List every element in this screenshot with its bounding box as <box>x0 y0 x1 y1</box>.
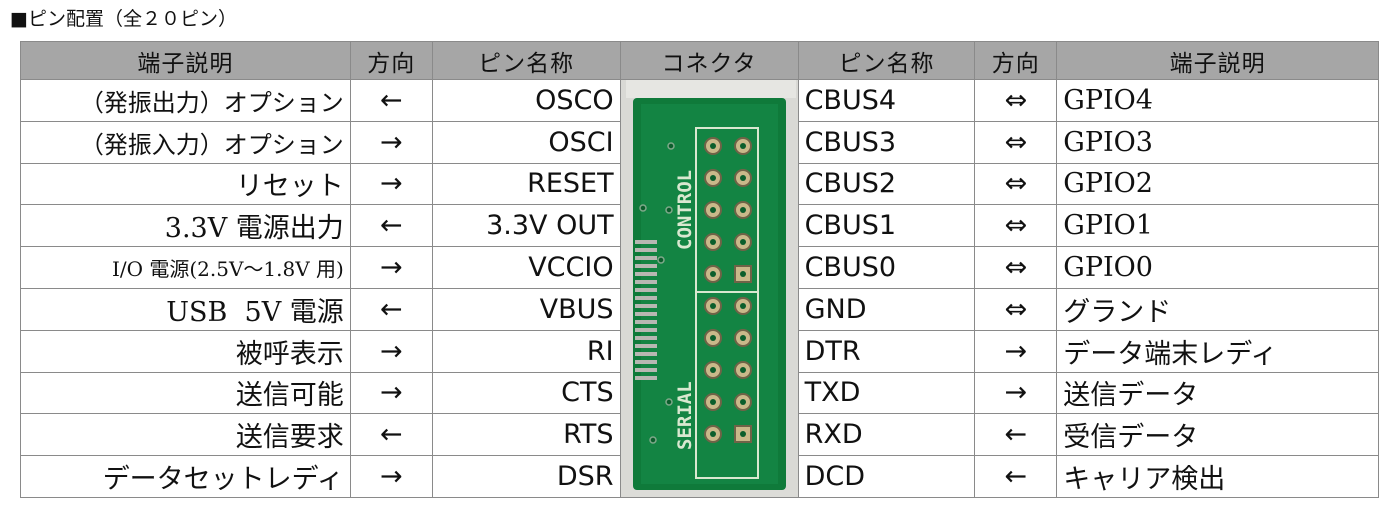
left-direction: ← <box>349 79 433 122</box>
right-direction: ← <box>974 413 1058 457</box>
table-row: USB 5V 電源 ← VBUS GND ⇔ グランド <box>20 287 1379 331</box>
right-direction: → <box>974 371 1058 415</box>
header-left-description: 端子説明 <box>20 41 351 80</box>
right-description: GPIO0 <box>1056 246 1379 289</box>
right-pin-name: CBUS3 <box>797 120 976 164</box>
left-description: 送信要求 <box>20 413 351 457</box>
right-direction: ⇔ <box>974 79 1058 122</box>
left-pin-name: DSR <box>431 455 621 498</box>
left-pin-name: CTS <box>431 371 621 415</box>
left-description: I/O 電源(2.5V〜1.8V 用) <box>20 246 351 289</box>
right-pin-name: CBUS2 <box>797 162 976 206</box>
right-direction: ⇔ <box>974 287 1058 331</box>
left-pin-name: VCCIO <box>431 246 621 289</box>
right-direction: ⇔ <box>974 246 1058 289</box>
right-pin-name: TXD <box>797 371 976 415</box>
left-description: リセット <box>20 162 351 206</box>
right-description: 送信データ <box>1056 371 1379 415</box>
header-right-description: 端子説明 <box>1056 41 1379 80</box>
right-direction: ← <box>974 455 1058 498</box>
table-row: （発振入力）オプション → OSCI CBUS3 ⇔ GPIO3 <box>20 120 1379 164</box>
table-row: データセットレディ → DSR DCD ← キャリア検出 <box>20 455 1379 498</box>
right-pin-name: GND <box>797 287 976 331</box>
header-right-direction: 方向 <box>974 41 1058 80</box>
right-direction: ⇔ <box>974 120 1058 164</box>
left-direction: → <box>349 162 433 206</box>
right-direction: ⇔ <box>974 162 1058 206</box>
table-row: 送信可能 → CTS TXD → 送信データ <box>20 371 1379 415</box>
header-left-direction: 方向 <box>349 41 433 80</box>
left-pin-name: RTS <box>431 413 621 457</box>
table-row: リセット → RESET CBUS2 ⇔ GPIO2 <box>20 162 1379 206</box>
right-pin-name: DTR <box>797 329 976 373</box>
connector-board-image: CONTROL SERIAL <box>621 80 798 490</box>
left-description: データセットレディ <box>20 455 351 498</box>
left-direction: ← <box>349 204 433 248</box>
right-direction: ⇔ <box>974 204 1058 248</box>
right-description: GPIO3 <box>1056 120 1379 164</box>
left-pin-name: OSCI <box>431 120 621 164</box>
left-pin-name: OSCO <box>431 79 621 122</box>
right-description: GPIO2 <box>1056 162 1379 206</box>
table-row: 3.3V 電源出力 ← 3.3V OUT CBUS1 ⇔ GPIO1 <box>20 204 1379 248</box>
left-description: （発振出力）オプション <box>20 79 351 122</box>
page-heading: ■ピン配置（全２０ピン） <box>10 8 237 30</box>
right-description: GPIO1 <box>1056 204 1379 248</box>
table-row: 被呼表示 → RI DTR → データ端末レディ <box>20 329 1379 373</box>
right-description: GPIO4 <box>1056 79 1379 122</box>
right-pin-name: CBUS4 <box>797 79 976 122</box>
right-pin-name: CBUS0 <box>797 246 976 289</box>
header-row: 端子説明 方向 ピン名称 コネクタ ピン名称 方向 端子説明 <box>20 41 1379 80</box>
silkscreen-serial-label: SERIAL <box>674 381 696 450</box>
silkscreen-control-label: CONTROL <box>674 170 696 250</box>
table-row: I/O 電源(2.5V〜1.8V 用) → VCCIO CBUS0 ⇔ GPIO… <box>20 246 1379 289</box>
header-left-pin-name: ピン名称 <box>431 41 621 80</box>
left-direction: → <box>349 455 433 498</box>
left-description: 3.3V 電源出力 <box>20 204 351 248</box>
right-description: キャリア検出 <box>1056 455 1379 498</box>
table-row: （発振出力）オプション ← OSCO <box>20 79 1379 498</box>
left-description: （発振入力）オプション <box>20 120 351 164</box>
left-description: USB 5V 電源 <box>20 287 351 331</box>
left-direction: ← <box>349 413 433 457</box>
right-description: 受信データ <box>1056 413 1379 457</box>
right-pin-name: DCD <box>797 455 976 498</box>
left-description: 送信可能 <box>20 371 351 415</box>
header-connector: コネクタ <box>619 41 799 80</box>
left-description: 被呼表示 <box>20 329 351 373</box>
right-pin-name: CBUS1 <box>797 204 976 248</box>
header-right-pin-name: ピン名称 <box>797 41 976 80</box>
pin-table: 端子説明 方向 ピン名称 コネクタ ピン名称 方向 端子説明 （発振出力）オプシ… <box>20 41 1379 498</box>
left-direction: → <box>349 246 433 289</box>
connector-photo: CONTROL SERIAL <box>619 79 799 498</box>
left-direction: → <box>349 371 433 415</box>
left-pin-name: RI <box>431 329 621 373</box>
right-direction: → <box>974 329 1058 373</box>
left-pin-name: 3.3V OUT <box>431 204 621 248</box>
right-description: グランド <box>1056 287 1379 331</box>
left-pin-name: RESET <box>431 162 621 206</box>
left-direction: → <box>349 329 433 373</box>
left-pin-name: VBUS <box>431 287 621 331</box>
left-direction: ← <box>349 287 433 331</box>
right-description: データ端末レディ <box>1056 329 1379 373</box>
left-direction: → <box>349 120 433 164</box>
right-pin-name: RXD <box>797 413 976 457</box>
